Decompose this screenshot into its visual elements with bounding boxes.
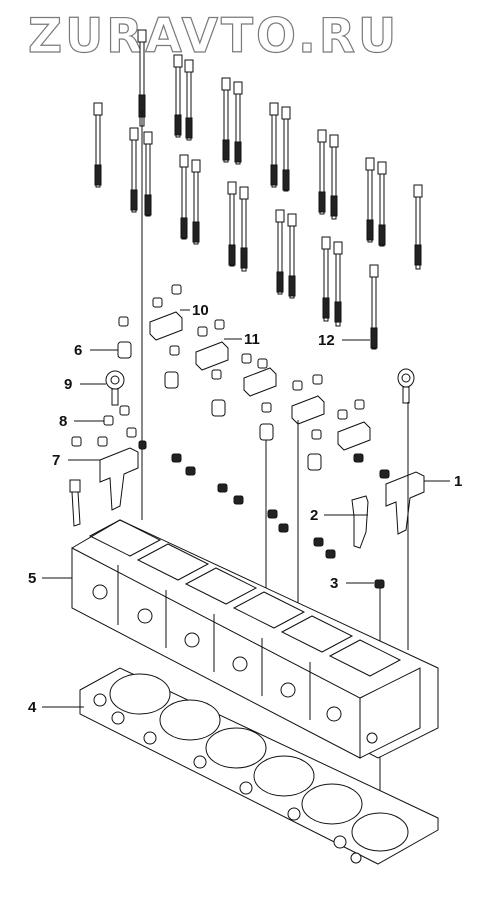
- bushing-part: [164, 371, 179, 389]
- head-bolt: [173, 54, 183, 138]
- bushing-part: [117, 341, 132, 359]
- callout-12: 12: [318, 332, 370, 349]
- callout-label: 11: [244, 331, 260, 348]
- callout-label: 9: [64, 376, 72, 393]
- head-bolt: [281, 106, 291, 192]
- head-bolt: [221, 77, 231, 163]
- rocker-arm-part: [69, 447, 139, 527]
- callout-3: 3: [330, 575, 374, 592]
- callout-10: 10: [180, 302, 209, 319]
- head-bolt: [321, 236, 331, 322]
- head-bolt: [377, 161, 387, 247]
- head-bolt: [143, 131, 153, 217]
- callout-2: 2: [310, 507, 368, 524]
- bushing-part: [307, 453, 322, 471]
- bushing-part: [259, 423, 274, 441]
- head-bolt: [233, 81, 243, 165]
- head-bolt: [365, 157, 375, 243]
- head-bolt: [239, 186, 249, 272]
- head-bolt: [269, 102, 279, 188]
- callout-6: 6: [74, 342, 118, 359]
- callout-4: 4: [28, 699, 84, 716]
- callout-label: 7: [52, 452, 60, 469]
- valve-bridge-part: [149, 311, 371, 451]
- head-bolt: [129, 127, 139, 213]
- lifting-eye-part-right: [397, 368, 415, 404]
- callout-5: 5: [28, 570, 72, 587]
- callout-label: 5: [28, 570, 36, 587]
- head-bolt: [227, 181, 237, 267]
- bushing-part: [211, 399, 226, 417]
- rocker-arm-part-middle: [351, 495, 369, 549]
- head-bolt: [413, 184, 423, 270]
- head-bolt: [333, 241, 343, 327]
- callout-1: 1: [424, 473, 462, 490]
- callout-8: 8: [59, 413, 104, 430]
- head-bolt: [184, 59, 194, 141]
- callout-11: 11: [224, 331, 260, 348]
- rocker-arm-part-right: [385, 471, 425, 535]
- head-bolts-group: [93, 29, 423, 350]
- callout-label: 4: [28, 699, 37, 716]
- callout-label: 8: [59, 413, 67, 430]
- head-bolt: [191, 159, 201, 245]
- callout-label: 10: [192, 302, 209, 319]
- head-bolt: [287, 213, 297, 299]
- callout-label: 2: [310, 507, 318, 524]
- callout-label: 1: [454, 473, 462, 490]
- callout-label: 12: [318, 332, 335, 349]
- cylinder-head-part: [71, 519, 439, 759]
- watermark-text: ZURAVTO.RU: [28, 9, 399, 64]
- head-bolt: [93, 102, 103, 188]
- head-gasket-part: [79, 667, 439, 865]
- callout-label: 3: [330, 575, 338, 592]
- head-bolt: [317, 129, 327, 215]
- valve-caps-group: [71, 284, 390, 589]
- callout-label: 6: [74, 342, 82, 359]
- head-bolt: [179, 154, 189, 240]
- head-bolt: [369, 264, 379, 350]
- head-bolt: [329, 134, 339, 220]
- callout-7: 7: [52, 452, 100, 469]
- head-bolt: [275, 209, 285, 295]
- callout-9: 9: [64, 376, 106, 393]
- lifting-eye-part: [105, 370, 125, 406]
